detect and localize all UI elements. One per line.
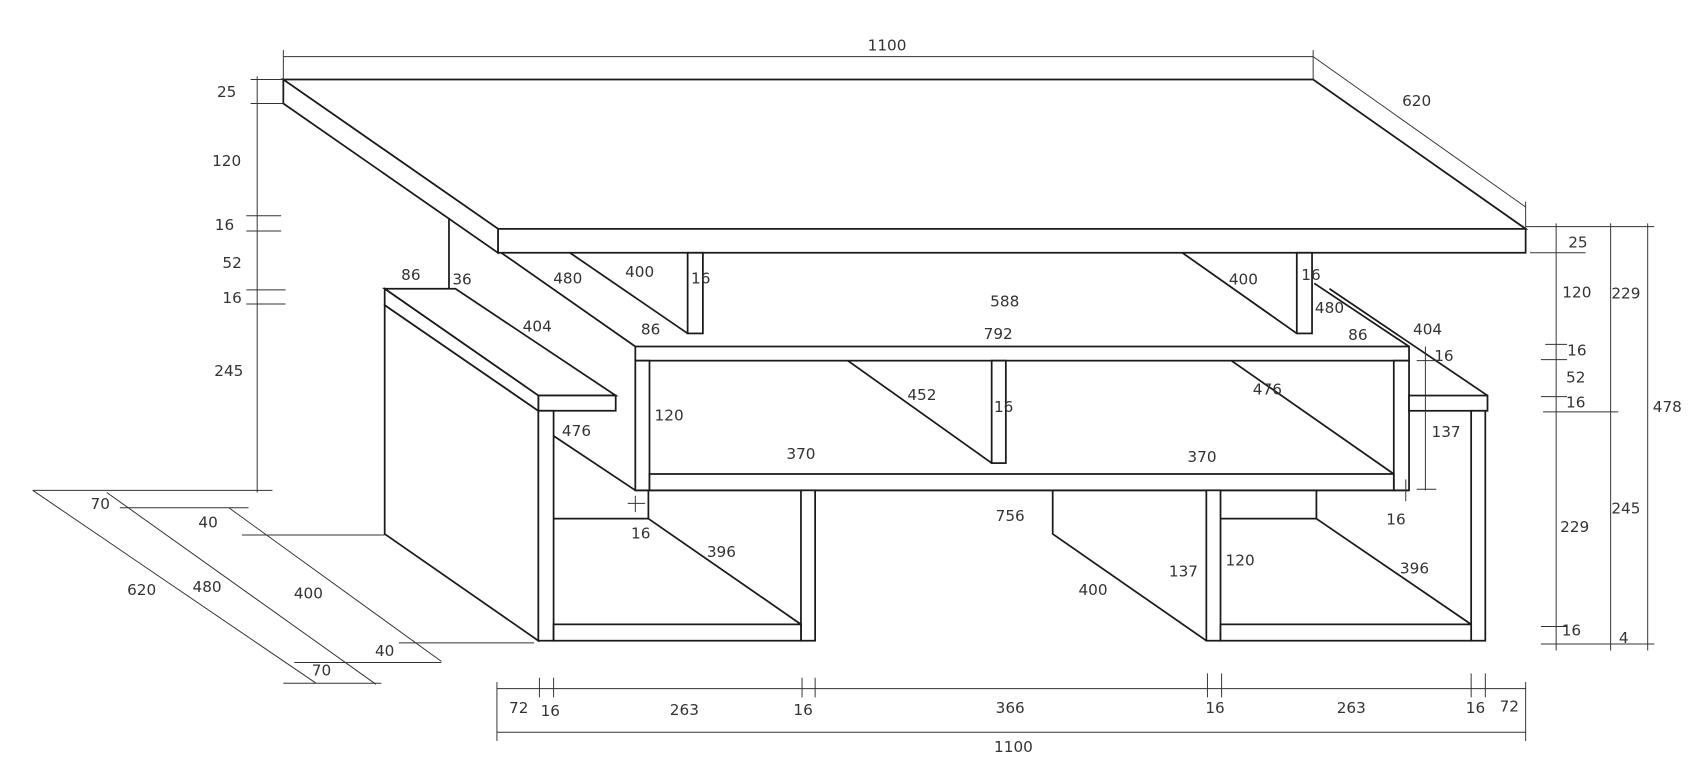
dimension-label: 16 [994, 398, 1013, 416]
dimension-label: 120 [655, 407, 684, 425]
dimension-label: 16 [215, 216, 234, 234]
dimension-label: 620 [127, 581, 156, 599]
top-supports [448, 217, 1410, 348]
dimension-label: 396 [1400, 559, 1429, 577]
dimension-label: 16 [1205, 699, 1224, 717]
dimension-label: 86 [401, 266, 420, 284]
dimension-label: 16 [541, 702, 560, 720]
dimension-label: 16 [691, 269, 710, 287]
dimension-label: 476 [1253, 381, 1282, 399]
dimension-lines [32, 50, 1655, 741]
dimension-label: 16 [631, 524, 650, 542]
dimension-label: 16 [1386, 510, 1405, 528]
dimension-label: 16 [1567, 341, 1586, 359]
dimension-label: 1100 [868, 36, 907, 54]
dimension-label: 70 [91, 495, 110, 513]
dimension-label: 137 [1432, 423, 1461, 441]
dimension-label: 70 [312, 662, 331, 680]
dimension-label: 120 [1562, 284, 1591, 302]
dimension-label: 245 [1611, 499, 1640, 517]
dimension-label: 72 [509, 699, 528, 717]
dimension-label: 4 [1619, 629, 1629, 647]
dimension-label: 120 [212, 152, 241, 170]
dimension-label: 400 [1229, 271, 1258, 289]
dimension-label: 25 [217, 83, 236, 101]
lower-section [552, 489, 1473, 642]
dimension-label: 476 [562, 422, 591, 440]
dimension-label: 1100 [994, 738, 1033, 756]
dimension-label: 478 [1653, 398, 1682, 416]
dimension-labels: 1100 620 25 120 16 52 16 245 86 36 480 400 16 588 400 1… [91, 36, 1682, 756]
dimension-label: 229 [1560, 518, 1589, 536]
dimension-label: 400 [625, 263, 654, 281]
dimension-label: 16 [793, 701, 812, 719]
dimension-label: 137 [1169, 563, 1198, 581]
dimension-label: 52 [222, 254, 241, 272]
dimension-label: 16 [1566, 394, 1585, 412]
dimension-label: 480 [1315, 299, 1344, 317]
dimension-label: 792 [984, 325, 1013, 343]
dimension-label: 366 [996, 699, 1025, 717]
dimension-label: 36 [452, 271, 471, 289]
right-cabinet [1328, 288, 1489, 642]
dimension-label: 396 [707, 543, 736, 561]
dimension-label: 52 [1566, 369, 1585, 387]
dimension-label: 245 [214, 362, 243, 380]
dimension-label: 16 [1301, 266, 1320, 284]
dimension-label: 86 [1348, 326, 1367, 344]
dimension-label: 370 [1187, 448, 1216, 466]
dimension-label: 370 [786, 445, 815, 463]
middle-box [553, 345, 1410, 492]
dimension-label: 263 [1337, 699, 1366, 717]
dimension-label: 400 [1078, 581, 1107, 599]
dimension-label: 72 [1500, 698, 1519, 716]
dimension-label: 16 [1466, 699, 1485, 717]
dimension-label: 25 [1568, 233, 1587, 251]
dimension-label: 480 [192, 578, 221, 596]
dimension-label: 588 [990, 292, 1019, 310]
dimension-label: 16 [1434, 347, 1453, 365]
left-cabinet [381, 287, 619, 643]
dimension-label: 263 [670, 701, 699, 719]
dimension-label: 756 [996, 507, 1025, 525]
dimension-label: 40 [375, 642, 394, 660]
dimension-label: 16 [222, 289, 241, 307]
dimension-label: 120 [1226, 552, 1255, 570]
dimension-label: 452 [907, 386, 936, 404]
dimension-label: 404 [1413, 321, 1442, 339]
dimension-label: 86 [641, 321, 660, 339]
dimension-label: 229 [1611, 285, 1640, 303]
dimension-label: 404 [523, 317, 552, 335]
dimension-label: 400 [294, 584, 323, 602]
dimension-label: 480 [553, 269, 582, 287]
dimension-label: 620 [1402, 92, 1431, 110]
dimension-label: 40 [198, 514, 217, 532]
tabletop [280, 77, 1529, 255]
dimension-label: 16 [1562, 621, 1581, 639]
